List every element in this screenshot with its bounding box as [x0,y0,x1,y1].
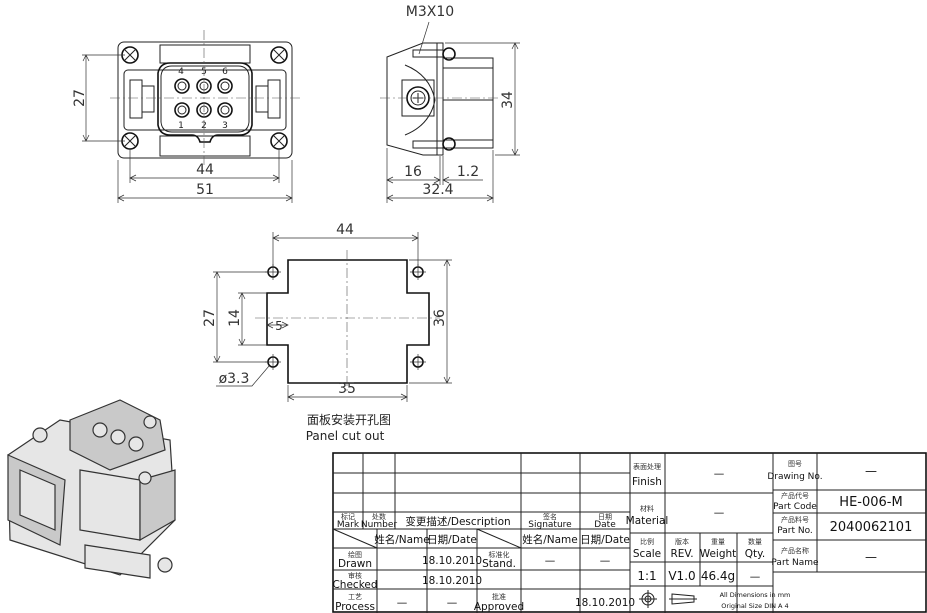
rev-value: V1.0 [668,569,695,583]
date-column-1: 日期/Date [427,534,477,546]
drawn-date: 18.10.2010 [422,555,482,567]
checked-cn: 审核 [348,571,362,580]
part-code-cn: 产品代号 [781,491,809,500]
signature-label: Signature [528,520,572,530]
stand-cn: 标准化 [489,550,510,559]
dim-32-4: 32.4 [422,182,453,198]
mounting-hole-icon [265,264,426,370]
description-label: 变更描述/Description [405,515,510,528]
screw-callout: M3X10 [406,4,454,20]
finish-label: Finish [632,476,662,488]
dim-height-27: 27 [72,89,88,107]
dim-1-2: 1.2 [457,164,479,180]
number-label: Number [361,520,397,530]
drawing-no-value: — [865,464,877,478]
pin-label-1: 1 [178,121,184,131]
process-cn: 工艺 [348,593,362,601]
finish-value: — [714,468,725,480]
side-view: M3X10 34 16 1.2 32.4 [380,4,520,203]
dimensions-note: All Dimensions in mm [720,591,791,599]
original-size-note: Original Size DIN A 4 [721,602,788,610]
process-label: Process [335,601,375,613]
drawing-no-cn: 图号 [788,460,802,468]
contact-pins [174,78,233,118]
dim-36: 36 [432,309,448,327]
approved-cn: 批准 [492,592,506,601]
scale-value: 1:1 [637,569,656,583]
name-column-1: 姓名/Name [374,533,430,546]
panel-cutout-view: 44 27 14 5 36 35 ø3.3 面板安装开孔图 Panel cut … [202,222,452,443]
front-view: 4 5 6 1 2 3 27 44 51 [72,30,300,203]
first-angle-projection-icon [639,590,697,608]
scale-cn: 比例 [640,537,654,546]
dim-screw-spacing-44: 44 [196,162,214,178]
material-value: — [714,507,725,519]
approved-date: 18.10.2010 [575,597,635,609]
checked-label: Checked [332,579,377,591]
checked-date: 18.10.2010 [422,575,482,587]
rev-label: REV. [670,548,693,560]
scale-label: Scale [633,548,661,560]
qty-cn: 数量 [748,537,762,546]
material-cn: 材料 [640,504,654,513]
caption-cn: 面板安装开孔图 [307,412,391,427]
drawing-no-label: Drawing No. [767,472,822,482]
dim-width-51: 51 [196,182,214,198]
process-date: — [447,597,458,609]
caption-en: Panel cut out [306,429,385,443]
part-name-cn: 产品名称 [781,546,809,555]
qty-value: — [750,571,761,583]
title-block: 标记 Mark 处数 Number 变更描述/Description 签名 Si… [332,452,927,613]
stand-date: — [600,555,611,567]
qty-label: Qty. [745,548,765,560]
isometric-connector-image [7,399,176,579]
part-code-label: Part Code [773,502,817,512]
pin-label-3: 3 [222,121,228,131]
dim-44: 44 [336,222,354,238]
approved-label: Approved [474,601,524,613]
dim-5: 5 [275,319,283,333]
dim-27: 27 [202,309,218,327]
mark-cn: 标记 [341,512,355,521]
part-code-value: HE-006-M [839,495,902,510]
weight-label: Weight [700,548,737,560]
part-name-label: Part Name [771,558,819,568]
part-name-value: — [865,550,877,564]
pin-label-4: 4 [178,67,184,77]
drawn-label: Drawn [338,558,372,570]
stand-label: Stand. [482,558,516,570]
weight-value: 46.4g [701,569,735,583]
material-label: Material [626,515,669,527]
dim-16: 16 [404,164,422,180]
part-no-label: Part No. [777,526,813,536]
date-cn: 日期 [598,513,612,521]
name-column-2: 姓名/Name [522,533,578,546]
process-name: — [397,597,408,609]
date-column-2: 日期/Date [580,534,630,546]
rev-cn: 版本 [675,537,689,546]
part-no-value: 2040062101 [830,520,913,535]
part-no-cn: 产品料号 [781,515,809,524]
dim-14: 14 [227,309,243,327]
dim-height-34: 34 [500,91,516,109]
dim-35: 35 [338,381,356,397]
hole-diameter: ø3.3 [219,371,250,387]
pin-label-6: 6 [222,67,228,77]
finish-cn: 表面处理 [633,462,661,471]
date-label: Date [594,520,616,530]
weight-cn: 重量 [711,538,725,546]
mark-label: Mark [337,520,360,530]
stand-name: — [545,555,556,567]
drawn-cn: 绘图 [348,550,362,559]
signature-cn: 签名 [543,512,557,521]
number-cn: 处数 [372,512,386,521]
